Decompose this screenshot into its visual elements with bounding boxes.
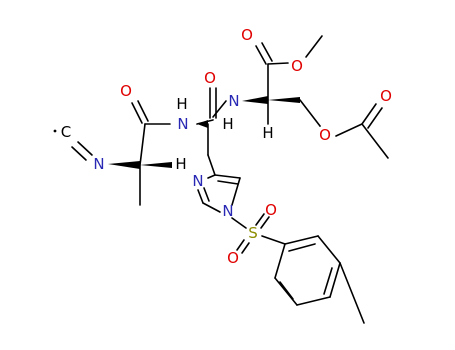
bond-aryl-6 xyxy=(274,243,286,279)
bond-o-ester-carbon xyxy=(267,62,289,65)
bond-s-o-top-a xyxy=(255,213,265,226)
bond-ring-4a xyxy=(197,189,204,204)
atom-o-acetoxy-carbonyl: O xyxy=(380,87,392,105)
bond-ester-carbonyl-b xyxy=(261,42,273,62)
atom-n-amide-right: N xyxy=(228,92,239,110)
wedge-ala-n xyxy=(108,161,140,169)
atom-o-sulfonyl-top: O xyxy=(265,201,277,219)
atom-c-isocyanide: C xyxy=(61,123,71,141)
bond-ring-5 xyxy=(207,174,216,179)
bond-isocyanide-b xyxy=(71,146,87,161)
bond-aryl-inner-1 xyxy=(288,243,316,252)
bond-layer xyxy=(71,35,389,324)
bond-methyl-o xyxy=(305,35,323,58)
bond-ether-carbon xyxy=(335,123,363,137)
atom-h-alpha-ala: H xyxy=(175,155,186,173)
bond-acetoxy-methyl xyxy=(361,123,389,159)
atom-n-imidazole-top: N xyxy=(192,172,203,190)
atom-h-alpha-ser: H xyxy=(262,124,273,142)
atom-layer: O O O O O O N H H N H C N H N N S O O xyxy=(61,26,392,267)
isocyanide-dot xyxy=(53,129,57,133)
bond-aryl-5 xyxy=(274,277,298,306)
bond-acetoxy-carbonyl-a xyxy=(361,103,377,125)
wedge-his-alpha xyxy=(197,120,208,128)
wedge-ala-h xyxy=(140,162,172,168)
bond-left-carbonyl-a xyxy=(131,102,143,124)
bond-ch2-imidazole xyxy=(207,154,216,176)
bond-isocyanide-a xyxy=(77,141,93,156)
bond-alpha-ch2 xyxy=(299,99,321,127)
atom-o-ester-methoxy: O xyxy=(291,57,303,75)
bond-s-o-top-b xyxy=(260,216,270,229)
bond-ring-1b xyxy=(217,180,239,185)
bond-nh-right-carbonyl xyxy=(212,100,227,118)
atom-o-acetoxy-ether: O xyxy=(319,126,331,144)
bond-s-o-bottom-a xyxy=(236,239,245,251)
wedge-ser-alpha xyxy=(242,96,268,104)
atom-o-amide-left: O xyxy=(120,82,132,100)
bond-acetoxy-carbonyl-b xyxy=(367,107,383,129)
bond-aryl-methyl xyxy=(339,262,365,324)
atom-n-amide-left: N xyxy=(177,115,188,133)
bond-ring-1 xyxy=(214,174,241,179)
bond-aryl-inner-2 xyxy=(323,267,333,295)
bond-aryl-4 xyxy=(296,296,331,306)
atom-h-amide-left: H xyxy=(176,95,187,113)
bond-n-s xyxy=(231,217,247,229)
bond-ring-4b xyxy=(203,187,210,202)
bond-ring-2 xyxy=(231,177,241,206)
bond-aryl-inner-3 xyxy=(279,281,294,300)
atom-s-sulfonyl: S xyxy=(248,224,258,242)
atom-n-isocyanide: N xyxy=(93,155,104,173)
atom-o-amide-right: O xyxy=(204,69,216,87)
atom-n-imidazole-bottom: N xyxy=(222,202,233,220)
wedge-ser-ch2 xyxy=(268,97,300,103)
bond-s-o-bottom-b xyxy=(241,242,250,254)
bond-aryl-2 xyxy=(317,235,341,264)
bond-left-carbonyl-b xyxy=(137,100,149,122)
atom-o-ester-carbonyl: O xyxy=(241,26,253,44)
bond-aryl-3 xyxy=(329,262,341,298)
bond-aryl-1 xyxy=(284,235,319,245)
bond-ester-carbonyl-a xyxy=(255,45,267,65)
bond-ala-alpha xyxy=(139,123,146,166)
atom-o-sulfonyl-bottom: O xyxy=(227,249,239,267)
bond-ring-3 xyxy=(202,202,221,213)
atom-h-alpha-his: H xyxy=(222,115,233,133)
bond-s-aryl xyxy=(261,235,286,245)
